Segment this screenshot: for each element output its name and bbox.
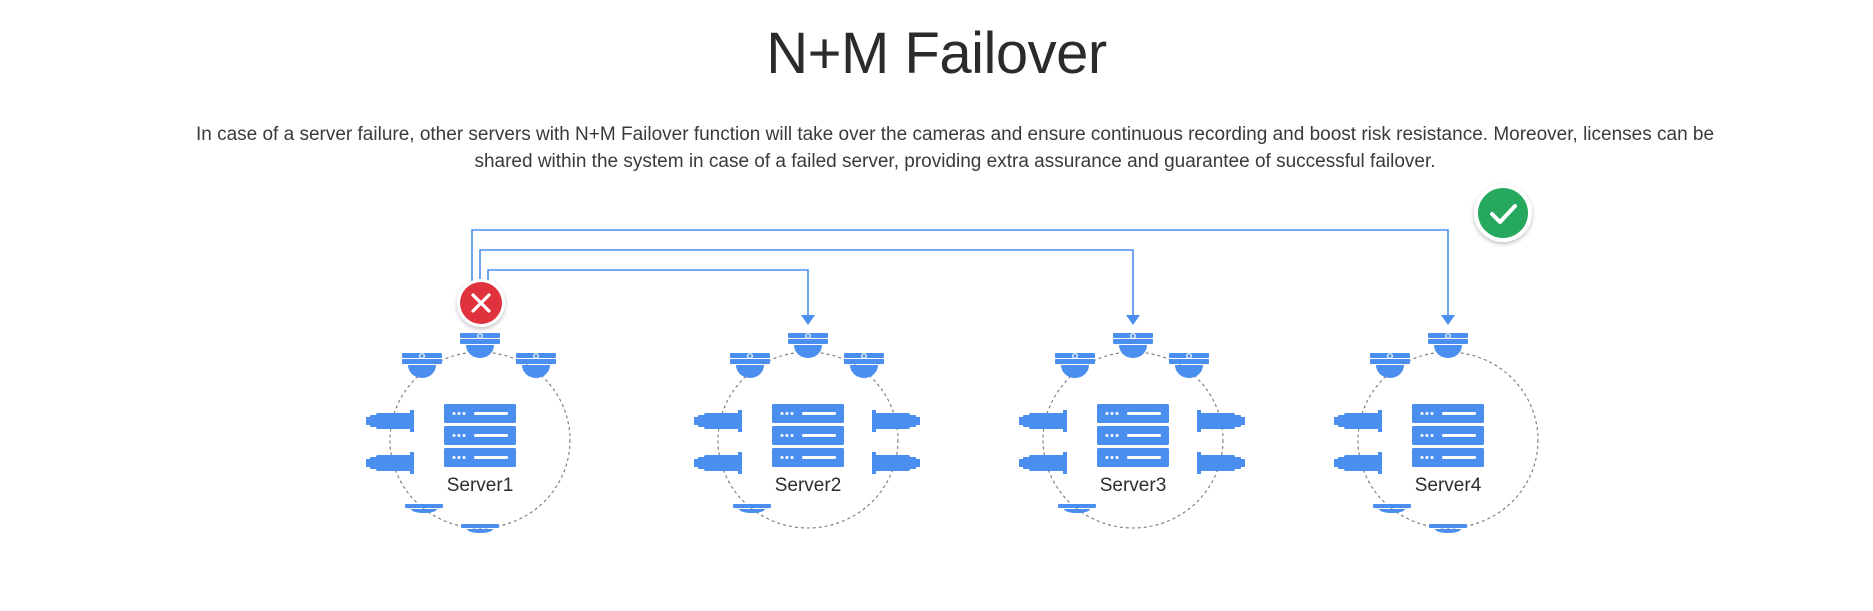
dome-camera-icon [1427, 332, 1469, 359]
dome-camera-icon [1054, 352, 1096, 379]
dome-camera-icon [1369, 352, 1411, 379]
connector-to-server3 [479, 249, 1134, 322]
server-rack-icon [1097, 404, 1169, 467]
check-icon [1474, 184, 1532, 242]
dome-camera-icon [787, 332, 829, 359]
bullet-camera-icon [1019, 410, 1067, 432]
server-group-1: Server1 [366, 332, 571, 533]
dome-camera-icon [843, 352, 885, 379]
arrowhead-server2 [801, 315, 815, 325]
server-label: Server4 [1415, 475, 1482, 496]
server-label: Server1 [447, 475, 514, 496]
server-group-4: Server4 [1334, 332, 1539, 533]
bullet-camera-icon [1197, 410, 1245, 432]
server-group-2: Server2 [694, 332, 920, 529]
server-rack-icon [772, 404, 844, 467]
server-label: Server2 [775, 475, 842, 496]
bullet-camera-icon [1334, 410, 1382, 432]
bullet-camera-icon [1019, 452, 1067, 474]
bullet-camera-icon [1334, 452, 1382, 474]
dome-camera-icon [729, 352, 771, 379]
failover-connectors [471, 229, 1449, 322]
dome-camera-icon [401, 352, 443, 379]
page-description: In case of a server failure, other serve… [195, 124, 1715, 172]
bullet-camera-icon [366, 452, 414, 474]
x-icon [457, 279, 505, 327]
bullet-camera-icon [694, 410, 742, 432]
camera-ring [717, 351, 899, 529]
arrowhead-server3 [1126, 315, 1140, 325]
dome-camera-icon [1112, 332, 1154, 359]
connector-to-server4 [471, 229, 1449, 322]
server-group-3: Server3 [1019, 332, 1245, 529]
bullet-camera-icon [694, 452, 742, 474]
camera-ring [1042, 351, 1224, 529]
bullet-camera-icon [366, 410, 414, 432]
bullet-camera-icon [872, 410, 920, 432]
page-title: N+M Failover [766, 21, 1107, 86]
server-rack-icon [444, 404, 516, 467]
arrowheads [801, 315, 1455, 325]
bullet-camera-icon [1197, 452, 1245, 474]
server-rack-icon [1412, 404, 1484, 467]
dome-camera-icon [459, 332, 501, 359]
connector-to-server2 [487, 269, 809, 322]
arrowhead-server4 [1441, 315, 1455, 325]
dome-camera-icon [515, 352, 557, 379]
server-label: Server3 [1100, 475, 1167, 496]
dome-camera-icon [1168, 352, 1210, 379]
bullet-camera-icon [872, 452, 920, 474]
